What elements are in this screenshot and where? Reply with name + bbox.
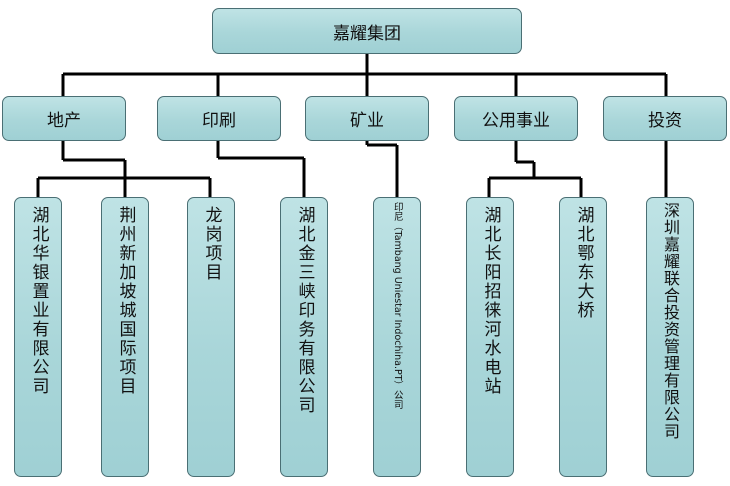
node-company-edong-bridge: 湖北鄂东大桥 — [559, 197, 607, 477]
node-company-indonesia: 印尼（Tambang Uniestar Indochina.PT）公司 — [373, 197, 421, 477]
node-company-shenzhen: 深圳嘉耀联合投资管理有限公司 — [646, 197, 694, 477]
node-root: 嘉耀集团 — [212, 8, 522, 54]
node-company-label: 深圳嘉耀联合投资管理有限公司 — [661, 202, 680, 440]
node-category-real-estate: 地产 — [2, 96, 126, 141]
node-category-label: 印刷 — [202, 111, 236, 131]
node-category-printing: 印刷 — [157, 96, 281, 141]
node-category-label: 矿业 — [350, 111, 384, 131]
node-company-label: 印尼（Tambang Uniestar Indochina.PT）公司 — [391, 202, 403, 410]
node-company-longgang: 龙岗项目 — [187, 197, 235, 477]
node-company-label: 湖北金三峡印务有限公司 — [294, 206, 315, 415]
node-category-label: 地产 — [47, 111, 81, 131]
node-root-label: 嘉耀集团 — [333, 23, 401, 44]
node-company-jingzhou: 荆州新加坡城国际项目 — [101, 197, 149, 477]
node-category-label: 公用事业 — [482, 111, 550, 131]
node-company-label: 湖北华银置业有限公司 — [28, 206, 49, 396]
node-company-label: 龙岗项目 — [201, 206, 222, 282]
node-company-changyang: 湖北长阳招徕河水电站 — [466, 197, 514, 477]
node-category-investment: 投资 — [603, 96, 727, 141]
node-category-mining: 矿业 — [305, 96, 429, 141]
node-company-label: 湖北长阳招徕河水电站 — [480, 206, 501, 396]
node-category-label: 投资 — [648, 111, 682, 131]
node-company-jinsanxia: 湖北金三峡印务有限公司 — [280, 197, 328, 477]
node-category-utilities: 公用事业 — [454, 96, 578, 141]
node-company-label: 荆州新加坡城国际项目 — [115, 206, 136, 396]
node-company-huayin: 湖北华银置业有限公司 — [14, 197, 62, 477]
node-company-label: 湖北鄂东大桥 — [573, 206, 594, 320]
